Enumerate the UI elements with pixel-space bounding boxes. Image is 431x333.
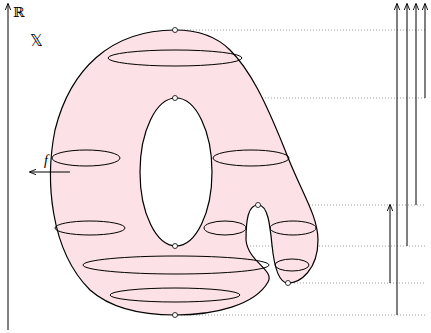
space-label: 𝕏 (30, 33, 43, 49)
function-label: f (44, 154, 48, 168)
level-sets (52, 50, 316, 302)
map-arrow (30, 172, 70, 173)
critical-points (173, 28, 291, 318)
axis-label: ℝ (13, 5, 25, 19)
axis (8, 4, 9, 330)
surface (51, 30, 318, 315)
hole (140, 98, 212, 246)
barcode (390, 4, 425, 315)
